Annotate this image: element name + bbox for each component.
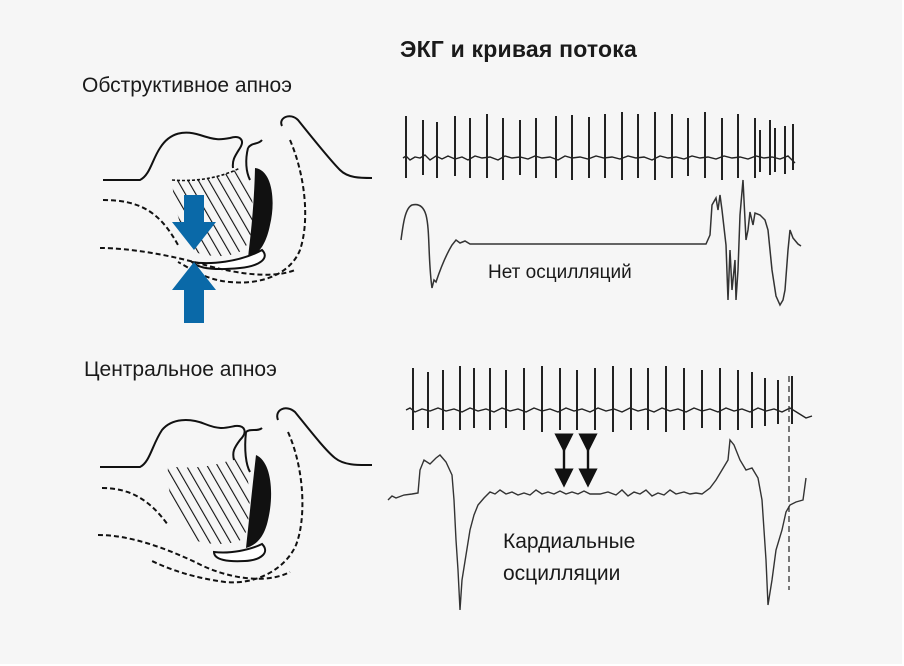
obstructive-flow-trace xyxy=(400,179,802,307)
central-ecg-trace xyxy=(405,366,813,432)
arrow-up-icon xyxy=(172,262,216,323)
arrow-down-icon xyxy=(172,195,216,250)
obstructive-airway-illustration xyxy=(99,115,373,323)
central-flow-trace xyxy=(387,438,807,611)
figure-title: ЭКГ и кривая потока xyxy=(400,36,637,62)
cardiac-oscillations-annotation-line1: Кардиальные xyxy=(503,530,636,553)
central-airway-illustration xyxy=(97,407,373,584)
cardiac-oscillations-annotation-line2: осцилляции xyxy=(503,562,621,585)
central-apnea-label: Центральное апноэ xyxy=(84,358,277,381)
obstructive-apnea-label: Обструктивное апноэ xyxy=(82,74,292,97)
obstructive-ecg-trace xyxy=(402,112,796,180)
no-oscillations-annotation: Нет осцилляций xyxy=(488,262,632,283)
